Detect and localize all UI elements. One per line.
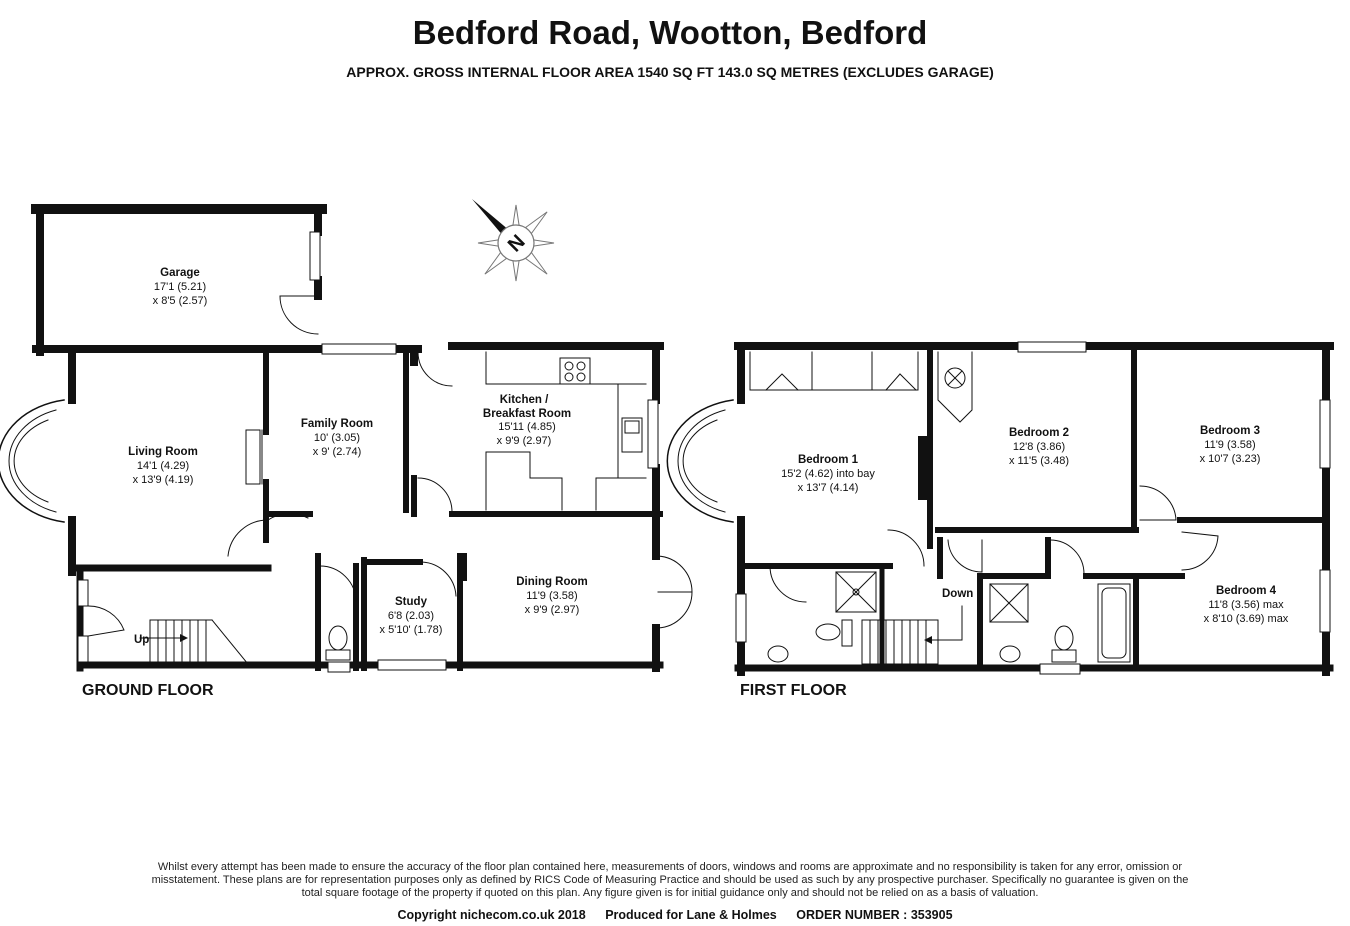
- bedroom-2-dim-2: x 11'5 (3.48): [1009, 455, 1069, 467]
- ground-floor-plan: [0, 204, 693, 673]
- kitchen-dim-1: 15'11 (4.85): [498, 421, 556, 433]
- kitchen-dim-2: x 9'9 (2.97): [497, 435, 552, 447]
- bedroom-2-label: Bedroom 2: [1009, 427, 1069, 439]
- first-floor-title: FIRST FLOOR: [740, 682, 847, 699]
- garage-label: Garage: [160, 267, 200, 279]
- compass-icon: N: [472, 199, 555, 282]
- first-floor-plan: [666, 341, 1334, 676]
- dining-room-label: Dining Room: [516, 576, 588, 588]
- garage-dim-1: 17'1 (5.21): [154, 281, 206, 293]
- family-room-dim-1: 10' (3.05): [314, 432, 360, 444]
- living-room-dim-2: x 13'9 (4.19): [133, 474, 194, 486]
- ground-floor-title: GROUND FLOOR: [82, 682, 214, 699]
- dining-room-dim-2: x 9'9 (2.97): [525, 604, 580, 616]
- first-floor-labels: Bedroom 1 15'2 (4.62) into bay x 13'7 (4…: [740, 425, 1289, 699]
- family-room-dim-2: x 9' (2.74): [313, 446, 362, 458]
- stairs-down-label: Down: [942, 588, 973, 600]
- copyright-text: Copyright nichecom.co.uk 2018: [397, 908, 586, 922]
- living-room-label: Living Room: [128, 446, 198, 458]
- bedroom-3-label: Bedroom 3: [1200, 425, 1260, 437]
- footer: Copyright nichecom.co.uk 2018 Produced f…: [0, 908, 1350, 922]
- bedroom-1-label: Bedroom 1: [798, 454, 859, 466]
- study-label: Study: [395, 596, 428, 608]
- family-room-label: Family Room: [301, 418, 373, 430]
- bedroom-2-dim-1: 12'8 (3.86): [1013, 441, 1065, 453]
- bedroom-4-dim-1: 11'8 (3.56) max: [1208, 599, 1284, 611]
- order-number-text: ORDER NUMBER : 353905: [796, 908, 953, 922]
- kitchen-label-line-2: Breakfast Room: [483, 408, 571, 420]
- north-pointer-icon: [472, 199, 510, 237]
- ground-floor-labels: Garage 17'1 (5.21) x 8'5 (2.57) Living R…: [82, 267, 588, 699]
- bedroom-3-dim-1: 11'9 (3.58): [1204, 439, 1255, 451]
- garage-walls: [31, 204, 327, 356]
- dining-room-dim-1: 11'9 (3.58): [526, 590, 577, 602]
- study-dim-2: x 5'10' (1.78): [380, 624, 443, 636]
- garage-dim-2: x 8'5 (2.57): [153, 295, 208, 307]
- floor-area-subtitle: APPROX. GROSS INTERNAL FLOOR AREA 1540 S…: [346, 64, 994, 80]
- bedroom-1-dim-2: x 13'7 (4.14): [798, 482, 859, 494]
- plan-title: Bedford Road, Wootton, Bedford: [412, 14, 928, 51]
- produced-for-text: Produced for Lane & Holmes: [605, 908, 777, 922]
- bedroom-1-dim-1: 15'2 (4.62) into bay: [781, 468, 875, 480]
- bedroom-4-label: Bedroom 4: [1216, 585, 1277, 597]
- stairs-up-label: Up: [134, 634, 149, 646]
- bedroom-4-dim-2: x 8'10 (3.69) max: [1204, 613, 1289, 625]
- living-room-dim-1: 14'1 (4.29): [137, 460, 189, 472]
- kitchen-label: Kitchen /: [500, 394, 549, 406]
- bedroom-3-dim-2: x 10'7 (3.23): [1200, 453, 1261, 465]
- disclaimer-text: Whilst every attempt has been made to en…: [151, 861, 1189, 899]
- study-dim-1: 6'8 (2.03): [388, 610, 434, 622]
